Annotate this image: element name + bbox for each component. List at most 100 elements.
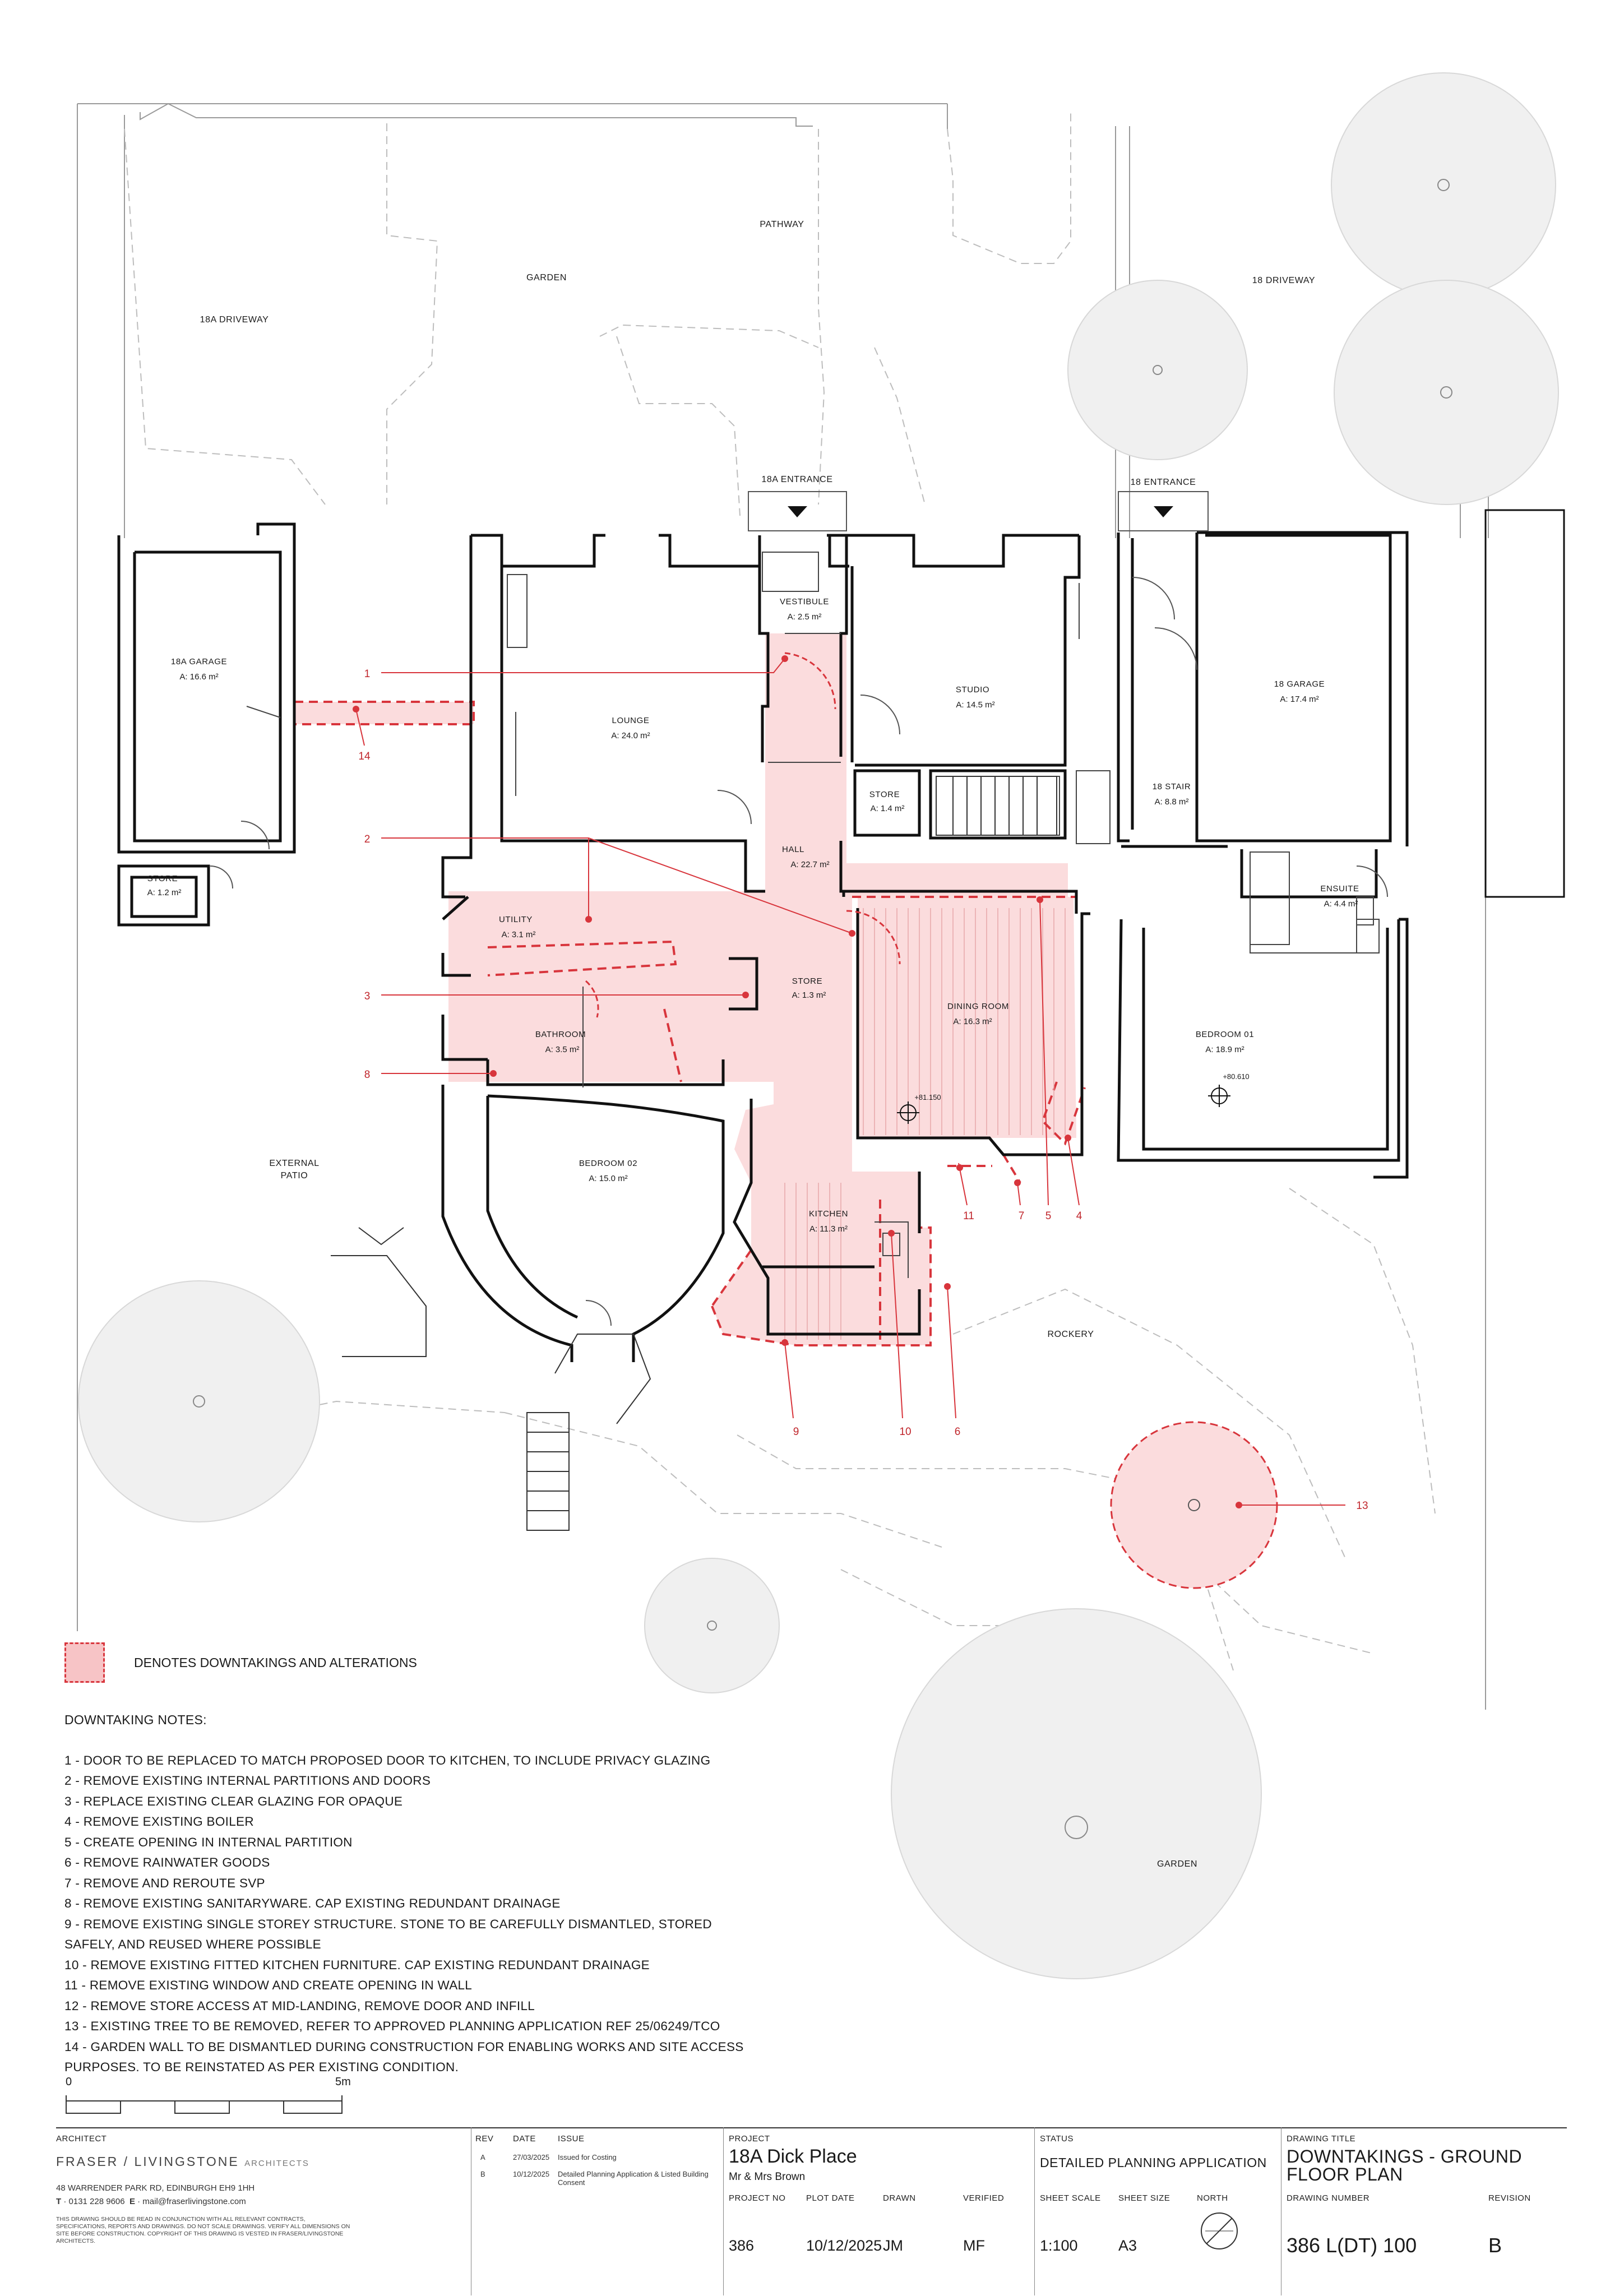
room-area: A: 4.4 m² [1324, 899, 1358, 909]
architect-suffix: ARCHITECTS [244, 2159, 309, 2168]
label-external-patio-1: EXTERNAL [269, 1159, 319, 1168]
status-value: DETAILED PLANNING APPLICATION [1040, 2155, 1267, 2170]
email-label: E [129, 2197, 135, 2206]
notes-heading: DOWNTAKING NOTES: [64, 1712, 207, 1727]
site-dashed-features [124, 112, 1436, 1671]
callout-11: 11 [963, 1210, 974, 1222]
room-area: A: 22.7 m² [790, 860, 829, 869]
callout-5: 5 [1045, 1210, 1052, 1222]
verified-value: MF [963, 2237, 985, 2254]
room-area: A: 17.4 m² [1280, 695, 1318, 704]
room-name: 18 STAIR [1153, 782, 1191, 791]
note-item: 14 - GARDEN WALL TO BE DISMANTLED DURING… [64, 2039, 744, 2075]
callout-13: 13 [1356, 1500, 1368, 1512]
room-area: A: 2.5 m² [788, 612, 822, 622]
room-area: A: 11.3 m² [809, 1224, 848, 1234]
stair [331, 776, 1057, 1531]
level-label: +81.150 [914, 1093, 941, 1101]
note-item: 5 - CREATE OPENING IN INTERNAL PARTITION [64, 1835, 353, 1849]
legend-swatch [64, 1642, 105, 1683]
tree-trunks [193, 179, 1452, 1839]
walls [117, 522, 1409, 1362]
drawing-title-label: DRAWING TITLE [1287, 2134, 1356, 2144]
note-item: 6 - REMOVE RAINWATER GOODS [64, 1855, 270, 1869]
status-label: STATUS [1040, 2134, 1074, 2144]
title-block: ARCHITECT FRASER / LIVINGSTONE ARCHITECT… [56, 2127, 1567, 2295]
room-name: 18A GARAGE [171, 657, 227, 666]
drawing-number-label: DRAWING NUMBER [1287, 2193, 1370, 2203]
room-name: STORE [792, 976, 822, 986]
callout-6: 6 [955, 1426, 961, 1438]
note-item: 10 - REMOVE EXISTING FITTED KITCHEN FURN… [64, 1957, 650, 1972]
email-address: · mail@fraserlivingstone.com [137, 2197, 246, 2206]
north-label: NORTH [1197, 2193, 1228, 2203]
note-item: 4 - REMOVE EXISTING BOILER [64, 1814, 254, 1829]
rev-a: A [480, 2153, 485, 2161]
sheet-scale-label: SHEET SCALE [1040, 2193, 1101, 2203]
note-item: 7 - REMOVE AND REROUTE SVP [64, 1876, 265, 1890]
rev-a-date: 27/03/2025 [513, 2153, 550, 2161]
note-item: 1 - DOOR TO BE REPLACED TO MATCH PROPOSE… [64, 1753, 711, 1767]
callout-3: 3 [364, 990, 371, 1002]
drawing-title: DOWNTAKINGS - GROUND FLOOR PLAN [1287, 2146, 1523, 2184]
label-18a-entrance: 18A ENTRANCE [761, 475, 832, 484]
issue-label: ISSUE [558, 2134, 585, 2144]
north-arrow-icon [1201, 2212, 1238, 2249]
architect-name: FRASER / LIVINGSTONE [56, 2154, 239, 2169]
room-name: STORE [147, 874, 178, 883]
level-markers [897, 1085, 1230, 1124]
note-item: 9 - REMOVE EXISTING SINGLE STOREY STRUCT… [64, 1917, 712, 1952]
callout-leaders [355, 658, 1345, 1506]
scale-bar: 0 5m [66, 2076, 351, 2114]
sheet-size-label: SHEET SIZE [1118, 2193, 1170, 2203]
room-area: A: 18.9 m² [1205, 1045, 1244, 1054]
callout-numbers: 1 2 3 4 5 6 7 8 9 10 11 13 14 [358, 668, 1368, 1512]
room-area: A: 24.0 m² [611, 731, 650, 740]
label-18-driveway: 18 DRIVEWAY [1252, 276, 1315, 285]
label-garden-top: GARDEN [526, 273, 567, 283]
scale-end: 5m [335, 2076, 351, 2088]
trees [78, 72, 1559, 1979]
drawn-label: DRAWN [883, 2193, 916, 2203]
room-name: BATHROOM [535, 1030, 586, 1039]
room-name: BEDROOM 02 [579, 1159, 637, 1168]
plot-date-label: PLOT DATE [806, 2193, 855, 2203]
scale-start: 0 [66, 2076, 72, 2088]
legend-text: DENOTES DOWNTAKINGS AND ALTERATIONS [134, 1655, 417, 1670]
callout-9: 9 [793, 1426, 799, 1438]
rev-b: B [480, 2170, 485, 2178]
room-name: BEDROOM 01 [1196, 1030, 1254, 1039]
label-external-patio-2: PATIO [281, 1171, 308, 1181]
note-item: 8 - REMOVE EXISTING SANITARYWARE. CAP EX… [64, 1896, 561, 1910]
room-name: KITCHEN [809, 1209, 848, 1219]
callout-10: 10 [899, 1426, 911, 1438]
project-no: 386 [729, 2237, 755, 2254]
label-rockery: ROCKERY [1047, 1330, 1094, 1339]
room-area: A: 14.5 m² [956, 700, 994, 710]
room-area: A: 15.0 m² [589, 1174, 627, 1183]
note-item: 3 - REPLACE EXISTING CLEAR GLAZING FOR O… [64, 1794, 403, 1808]
project-no-label: PROJECT NO [729, 2193, 786, 2203]
date-label: DATE [513, 2134, 536, 2144]
alteration-zones [294, 633, 1076, 1345]
room-area: A: 1.4 m² [871, 804, 905, 813]
room-name: UTILITY [499, 915, 533, 924]
room-name: 18 GARAGE [1274, 679, 1325, 689]
architect-address: 48 WARRENDER PARK RD, EDINBURGH EH9 1HH [56, 2183, 255, 2193]
callout-2: 2 [364, 834, 371, 845]
callout-dots [353, 655, 1242, 1508]
callout-4: 4 [1076, 1210, 1082, 1222]
room-name: VESTIBULE [780, 597, 829, 607]
client-name: Mr & Mrs Brown [729, 2171, 806, 2183]
project-label: PROJECT [729, 2134, 770, 2144]
sheet-size: A3 [1118, 2237, 1137, 2254]
door-swings [210, 577, 1388, 1326]
verified-label: VERIFIED [963, 2193, 1005, 2203]
dining-floorboards [784, 908, 1066, 1340]
room-name: STUDIO [956, 685, 989, 695]
plot-date: 10/12/2025 [806, 2237, 882, 2254]
entrance-arrows [788, 506, 1173, 517]
room-area: A: 16.3 m² [953, 1017, 992, 1026]
rev-b-issue: Detailed Planning Application & Listed B… [558, 2170, 709, 2187]
disclaimer: THIS DRAWING SHOULD BE READ IN CONJUNCTI… [56, 2216, 350, 2244]
